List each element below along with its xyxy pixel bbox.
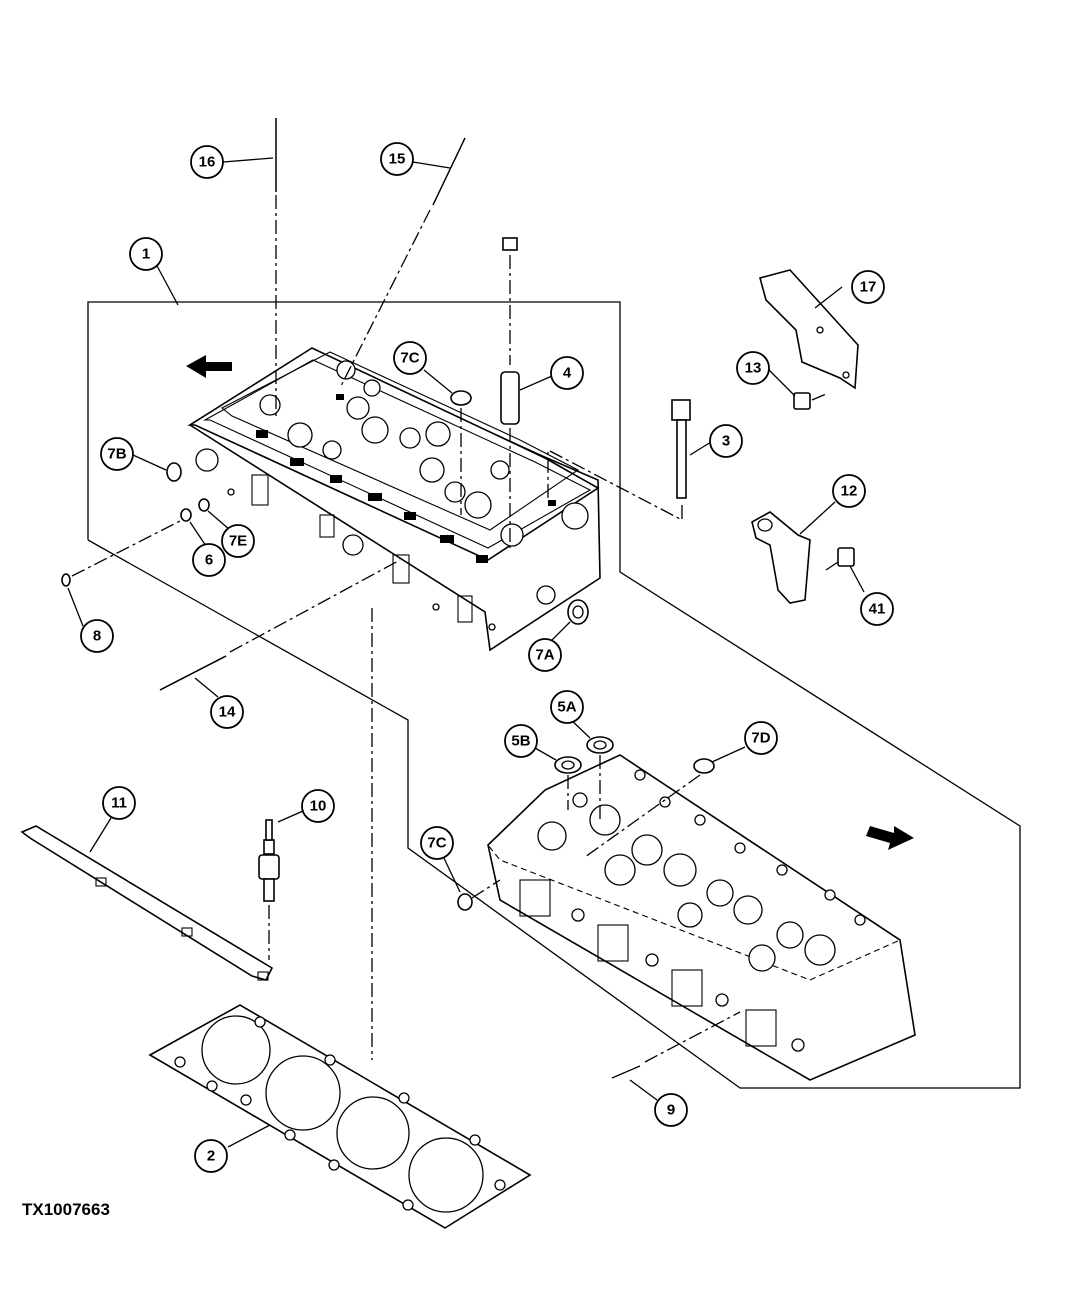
callout-label: 3 xyxy=(722,433,730,450)
callout-7b: 7B xyxy=(100,437,134,471)
callout-label: 12 xyxy=(841,483,858,500)
plugs-6-7e xyxy=(180,498,210,522)
callout-label: 9 xyxy=(667,1102,675,1119)
bracket-17 xyxy=(759,269,859,390)
figure-id-label: TX1007663 xyxy=(22,1200,110,1219)
callout-label: 13 xyxy=(745,360,762,377)
callout-label: 2 xyxy=(207,1148,215,1165)
stud-15 xyxy=(339,137,466,389)
callout-label: 10 xyxy=(310,798,327,815)
rear-direction-arrow-icon xyxy=(866,826,914,850)
cylinder-head-upper xyxy=(187,347,601,652)
callout-10: 10 xyxy=(301,789,335,823)
callout-17: 17 xyxy=(851,270,885,304)
callout-13: 13 xyxy=(736,351,770,385)
callout-label: 7B xyxy=(107,446,126,463)
plug-7d xyxy=(584,758,715,858)
cylinder-head-lower xyxy=(487,754,916,1081)
bolt-3 xyxy=(547,399,691,522)
plug-7c-upper xyxy=(450,390,472,515)
dowel-9 xyxy=(611,1011,741,1079)
callout-label: 11 xyxy=(111,795,127,812)
callout-4: 4 xyxy=(550,356,584,390)
sleeve-4 xyxy=(500,237,520,548)
front-direction-arrow-icon xyxy=(186,355,232,378)
callout-9: 9 xyxy=(654,1093,688,1127)
head-gasket xyxy=(148,1004,532,1229)
bolt-13 xyxy=(793,392,827,410)
callout-7a: 7A xyxy=(528,638,562,672)
bolt-41 xyxy=(825,547,855,571)
callout-1: 1 xyxy=(129,237,163,271)
plug-7b xyxy=(166,462,182,482)
callout-7c-upper: 7C xyxy=(393,341,427,375)
plate-11 xyxy=(20,825,274,981)
fitting-8 xyxy=(61,519,183,587)
callout-3: 3 xyxy=(709,424,743,458)
callout-label: 14 xyxy=(219,704,236,721)
callout-41: 41 xyxy=(860,592,894,626)
callout-5b: 5B xyxy=(504,724,538,758)
callout-label: 41 xyxy=(869,601,886,618)
callout-7e: 7E xyxy=(221,524,255,558)
callout-label: 16 xyxy=(199,154,216,171)
plug-7c-lower xyxy=(457,879,501,911)
callout-8: 8 xyxy=(80,619,114,653)
seals-5a-5b xyxy=(554,736,614,820)
callout-label: 5A xyxy=(557,699,576,716)
group-bracket-lines xyxy=(87,301,1021,1089)
bracket-12 xyxy=(751,511,811,604)
seal-7a xyxy=(567,599,589,625)
callout-label: 15 xyxy=(389,151,406,168)
callout-label: 7C xyxy=(400,350,419,367)
callout-2: 2 xyxy=(194,1139,228,1173)
callout-11: 11 xyxy=(102,786,136,820)
callout-label: 6 xyxy=(205,552,213,569)
callout-7d: 7D xyxy=(744,721,778,755)
callout-label: 8 xyxy=(93,628,101,645)
callout-label: 7D xyxy=(751,730,770,747)
glow-plug-10 xyxy=(258,819,280,960)
callout-label: 7C xyxy=(427,835,446,852)
callout-15: 15 xyxy=(380,142,414,176)
callout-label: 5B xyxy=(511,733,530,750)
callout-16: 16 xyxy=(190,145,224,179)
callout-label: 1 xyxy=(142,246,150,263)
callout-label: 4 xyxy=(563,365,572,382)
leader-lines xyxy=(67,157,865,1148)
callout-label: 17 xyxy=(860,279,877,296)
callout-6: 6 xyxy=(192,543,226,577)
callout-7c-lower: 7C xyxy=(420,826,454,860)
callout-label: 7E xyxy=(229,533,247,550)
stud-14 xyxy=(159,559,401,691)
callout-14: 14 xyxy=(210,695,244,729)
callout-5a: 5A xyxy=(550,690,584,724)
callout-12: 12 xyxy=(832,474,866,508)
callout-label: 7A xyxy=(535,647,554,664)
